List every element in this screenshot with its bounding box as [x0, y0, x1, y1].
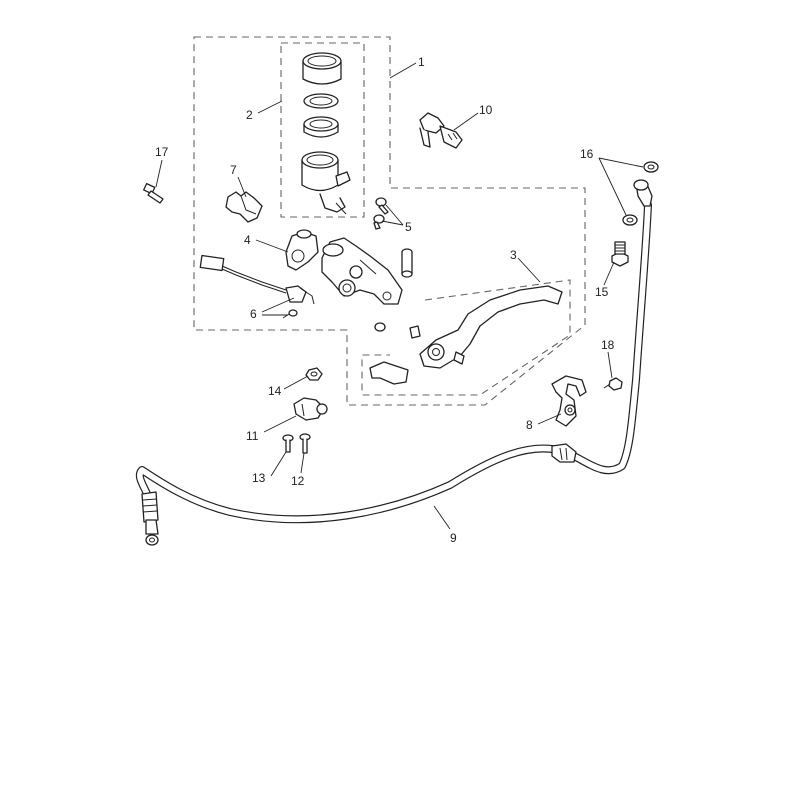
leader-9: [433, 505, 451, 530]
screw-5a-part: [375, 197, 389, 215]
leader-1: [389, 62, 417, 79]
reservoir-cap-part: [302, 52, 342, 85]
small-nut-part: [374, 322, 386, 332]
callout-15: 15: [595, 285, 609, 299]
reservoir-body-part: [301, 151, 351, 215]
leader-18: [607, 351, 613, 379]
clip-bracket-part: [225, 191, 263, 223]
switch-part: [419, 112, 463, 149]
callout-11: 11: [246, 429, 259, 443]
callout-18: 18: [601, 338, 615, 352]
handlebar-clamp-part: [285, 229, 319, 271]
callout-12: 12: [291, 474, 305, 488]
assembly-1-frame: [193, 36, 586, 406]
washer-16a-part: [643, 161, 659, 173]
clutch-hose-part: [135, 179, 653, 546]
leader-16b: [598, 157, 627, 216]
leader-14: [283, 375, 309, 390]
leader-12: [300, 452, 305, 474]
reservoir-subassembly-frame: [280, 42, 365, 218]
callout-2: 2: [246, 108, 253, 122]
callout-7: 7: [230, 163, 237, 177]
callout-13: 13: [252, 471, 266, 485]
reservoir-diaphragm-part: [303, 93, 339, 109]
pivot-bolt-part: [401, 248, 413, 278]
callout-9: 9: [450, 531, 457, 545]
washer-16b-part: [622, 214, 638, 226]
clutch-lever-part: [369, 285, 563, 385]
callout-5: 5: [405, 220, 412, 234]
hose-bracket-8-part: [551, 375, 587, 427]
leader-6a: [261, 297, 295, 313]
callout-6: 6: [250, 307, 257, 321]
leader-16a: [598, 157, 644, 168]
callout-3: 3: [510, 248, 517, 262]
leader-3: [517, 257, 541, 283]
screw-5b-part: [373, 214, 385, 230]
reservoir-plate-part: [303, 116, 339, 138]
screw-13-part: [282, 434, 294, 453]
switch-bracket-11-part: [293, 397, 328, 421]
leader-11: [263, 415, 297, 433]
banjo-bolt-15-part: [611, 241, 629, 267]
callout-1: 1: [418, 55, 425, 69]
leader-15: [603, 261, 615, 286]
master-cylinder-body-part: [321, 237, 403, 305]
leader-8: [537, 413, 562, 425]
callout-4: 4: [244, 233, 251, 247]
callout-10: 10: [479, 103, 493, 117]
leader-13: [270, 451, 287, 477]
leader-10: [453, 112, 479, 131]
leader-4: [255, 239, 289, 253]
callout-17: 17: [155, 145, 169, 159]
leader-17: [155, 159, 163, 188]
nut-14-part: [305, 367, 323, 381]
leader-5a: [385, 204, 404, 226]
leader-7: [237, 176, 247, 198]
lever-subassembly-frame: [361, 279, 571, 396]
leader-5b: [381, 220, 404, 226]
bolt-17-part: [143, 182, 164, 204]
screw-12-part: [299, 433, 311, 454]
callout-8: 8: [526, 418, 533, 432]
switch-wire-harness-part: [199, 254, 315, 305]
leader-2: [257, 100, 283, 114]
screw-6-part: [282, 309, 298, 319]
callout-14: 14: [268, 384, 282, 398]
callout-16: 16: [580, 147, 594, 161]
screw-18-part: [603, 377, 623, 391]
